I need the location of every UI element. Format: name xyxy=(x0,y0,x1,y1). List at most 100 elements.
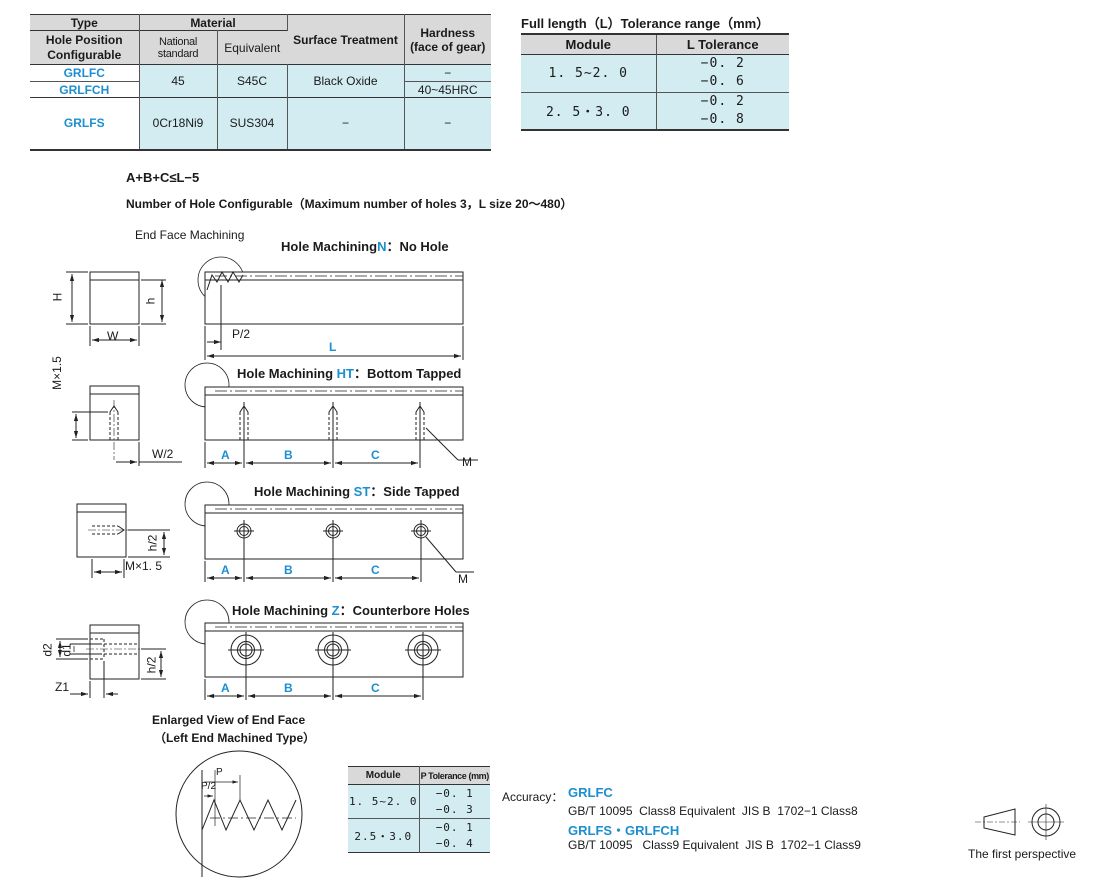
dim-Z1: Z1 xyxy=(55,680,70,694)
counterbore-hole-2 xyxy=(315,632,351,700)
tapped-hole-1 xyxy=(239,402,249,468)
pt-tol-row1-b: −0. 3 xyxy=(435,802,474,816)
title-ht-suffix: ：Bottom Tapped xyxy=(354,366,462,381)
material-table: Type Material Surface Treatment Hardness… xyxy=(30,14,491,151)
ss-equivalent-cell: SUS304 xyxy=(217,97,288,151)
ss-national-cell: 0Cr18Ni9 xyxy=(139,97,218,151)
enlarged-subtitle: （Left End Machined Type） xyxy=(154,731,316,745)
tapped-hole-2 xyxy=(328,402,338,468)
title-z-code: Z xyxy=(331,603,340,618)
side-tap-hole-1 xyxy=(234,520,254,582)
pt-tol-row1-a: −0. 1 xyxy=(435,786,474,800)
dim-B-z: B xyxy=(284,681,293,695)
counterbore-hole-1 xyxy=(228,632,264,700)
title-n-suffix: ：No Hole xyxy=(386,239,449,254)
projection-label: The first perspective xyxy=(968,847,1077,861)
tapped-hole-3 xyxy=(415,402,425,468)
title-n-prefix: Hole Machining xyxy=(281,239,378,254)
steel-surface-cell: Black Oxide xyxy=(287,64,405,98)
pt-tol-row2-a: −0. 1 xyxy=(435,820,474,834)
national-standard-header: National standard xyxy=(139,30,218,65)
title-ht-code: HT xyxy=(336,366,355,381)
title-ht: Hole Machining HT：Bottom Tapped xyxy=(237,363,461,382)
p-tolerance-table: Module P Tolerance (mm) 1. 5~2. 0 −0. 1 … xyxy=(348,766,490,853)
dim-M-ht: M xyxy=(462,455,472,469)
pt-tol-row1: −0. 1 −0. 3 xyxy=(419,784,490,819)
enlarged-end-face-view xyxy=(175,750,303,878)
type-header: Type xyxy=(30,14,140,31)
lt-tol-row2: −0. 2 −0. 8 xyxy=(656,92,789,130)
formula: A+B+C≤L−5 xyxy=(126,170,200,185)
enlarged-P: P xyxy=(216,767,223,778)
dim-B-ht: B xyxy=(284,448,293,462)
side-view-st xyxy=(184,481,474,582)
pt-tol-row2-b: −0. 4 xyxy=(435,836,474,850)
dim-M-st: M xyxy=(458,572,468,586)
accuracy-grlfc-spec: GB/T 10095 Class8 Equivalent JIS B 1702−… xyxy=(568,804,858,818)
grlfc-hardness-cell: − xyxy=(404,64,491,82)
title-ht-prefix: Hole Machining xyxy=(237,366,337,381)
grlfc-code: GRLFC xyxy=(30,64,140,82)
end-view-ht xyxy=(72,385,182,466)
end-view-z xyxy=(56,624,166,698)
enlarged-title: Enlarged View of End Face xyxy=(152,713,306,727)
surface-treatment-header: Surface Treatment xyxy=(287,14,405,65)
lt-module-header: Module xyxy=(521,34,657,54)
enlarged-P2: P/2 xyxy=(201,781,217,792)
side-view-n xyxy=(197,256,464,360)
dim-W: W xyxy=(107,329,119,343)
pt-module-row1: 1. 5~2. 0 xyxy=(348,784,420,819)
hardness-sub-label: (face of gear) xyxy=(410,39,486,54)
end-view-n xyxy=(66,271,166,346)
dim-Mx15: M×1.5 xyxy=(49,356,64,390)
end-view-st xyxy=(76,503,170,578)
dim-d1: d1 xyxy=(59,643,74,657)
material-header: Material xyxy=(139,14,288,31)
dim-C-z: C xyxy=(371,681,380,695)
grlfs-code: GRLFS xyxy=(30,97,140,151)
side-tap-hole-3 xyxy=(411,520,431,582)
ss-surface-cell: − xyxy=(287,97,405,151)
dim-h2-st: h/2 xyxy=(145,534,160,552)
hardness-label: Hardness xyxy=(420,25,476,40)
lt-tol-row2-a: −0. 2 xyxy=(700,93,745,109)
title-z-suffix: ：Counterbore Holes xyxy=(339,603,470,618)
lt-tol-row1-a: −0. 2 xyxy=(700,56,745,71)
dim-P2: P/2 xyxy=(232,327,251,341)
lt-tol-row1: −0. 2 −0. 6 xyxy=(656,54,789,92)
side-view-z xyxy=(184,599,464,700)
hole-note: Number of Hole Configurable（Maximum numb… xyxy=(126,197,573,211)
dim-h: h xyxy=(143,297,158,305)
counterbore-hole-3 xyxy=(405,632,441,700)
hole-config-header: Hole Position Configurable xyxy=(30,30,140,65)
lt-tol-row1-b: −0. 6 xyxy=(700,74,745,89)
pt-module-header: Module xyxy=(348,766,420,785)
lt-tol-row2-b: −0. 8 xyxy=(700,111,745,127)
pt-module-row2: 2.5・3.0 xyxy=(348,818,420,853)
grlfch-code: GRLFCH xyxy=(30,81,140,98)
ss-hardness-cell: − xyxy=(404,97,491,151)
lt-tol-header: L Tolerance xyxy=(656,34,789,54)
title-z: Hole Machining Z：Counterbore Holes xyxy=(232,600,470,619)
title-n: Hole MachiningN：No Hole xyxy=(281,236,449,255)
lt-module-row1: 1. 5~2. 0 xyxy=(521,54,657,92)
title-z-prefix: Hole Machining xyxy=(232,603,332,618)
title-n-code: N xyxy=(377,239,387,254)
steel-national-cell: 45 xyxy=(139,64,218,98)
lt-module-row2: 2. 5・3. 0 xyxy=(521,92,657,130)
dim-C-ht: C xyxy=(371,448,380,462)
dim-A-z: A xyxy=(221,681,230,695)
side-view-ht xyxy=(184,362,478,468)
dim-h2-z: h/2 xyxy=(144,656,159,674)
pt-tol-row2: −0. 1 −0. 4 xyxy=(419,818,490,853)
title-st-code: ST xyxy=(353,484,371,499)
equivalent-header: Equivalent xyxy=(217,30,287,65)
dim-L: L xyxy=(329,340,337,354)
end-face-machining-label: End Face Machining xyxy=(135,228,245,242)
dim-C-st: C xyxy=(371,563,380,577)
pt-tol-header: P Tolerance (mm) xyxy=(419,766,490,785)
steel-equivalent-cell: S45C xyxy=(217,64,288,98)
accuracy-grlfs-spec: GB/T 10095 Class9 Equivalent JIS B 1702−… xyxy=(568,838,861,852)
side-tap-hole-2 xyxy=(323,520,343,582)
